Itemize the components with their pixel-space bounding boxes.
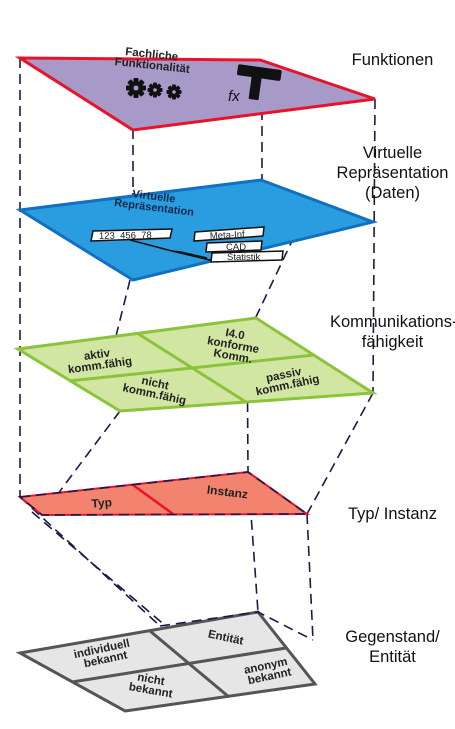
label-gegenstand-entitaet: Gegenstand/ Entität: [345, 628, 440, 666]
gegenstand-divider-2: [71, 646, 287, 684]
layer-kommunikation-plane: [13, 316, 378, 413]
fx-label: fx: [228, 88, 240, 105]
label-typ-instanz: Typ/ Instanz: [348, 505, 437, 523]
typ-cell-instanz: Instanz: [206, 483, 249, 502]
label-funktionen: Funktionen: [351, 51, 434, 69]
kommunikation-cell-konform-line1: I4.0: [224, 327, 245, 342]
funktionen-title-line1: Fachliche: [125, 46, 179, 63]
typ-cell-typ: Typ: [91, 495, 112, 510]
kommunikation-cell-nicht-line1: nicht: [140, 375, 170, 392]
gegenstand-cell-nicht-line1: nicht: [136, 671, 165, 688]
layer-kommunikation: aktiv komm.fähig I4.0 konforme Komm. nic…: [13, 316, 378, 413]
layer-virtuell: Virtuelle Repräsentation 123_456_78 Meta…: [15, 178, 379, 282]
hammer-icon: [237, 64, 282, 101]
virtuell-box-statistik: Statistik: [227, 252, 261, 263]
data-structure-icon: [90, 226, 284, 263]
label-kommunikationsfaehigkeit: Kommunikations- fähigkeit: [330, 313, 455, 351]
fx-icon: fx: [228, 88, 240, 105]
typ-divider: [132, 483, 174, 516]
layer-gegenstand-plane: [15, 610, 318, 713]
layer-typ: Typ Instanz: [17, 470, 311, 517]
layer-virtuell-plane: [15, 178, 379, 282]
layer-funktionen: Fachliche Funktionalität: [14, 46, 376, 132]
kommunikation-cell-aktiv-line1: aktiv: [83, 347, 111, 363]
virtuell-box-cad: CAD: [226, 242, 246, 253]
virtuell-id-text: 123_456_78: [99, 230, 152, 242]
kommunikation-divider-2: [68, 353, 315, 383]
layer-gegenstand: individuell bekannt Entität nicht bekann…: [15, 610, 318, 713]
layer-funktionen-plane: [14, 56, 376, 132]
layer-typ-outline: [18, 471, 310, 516]
label-virtuelle-repraesentation: Virtuelle Repräsentation (Daten): [336, 144, 449, 202]
gears-icon: [126, 78, 182, 100]
virtuell-title-line1: Virtuelle: [132, 188, 176, 205]
virtuell-box-meta: Meta-Inf: [210, 229, 246, 242]
gegenstand-dashed-edge: [159, 611, 314, 641]
